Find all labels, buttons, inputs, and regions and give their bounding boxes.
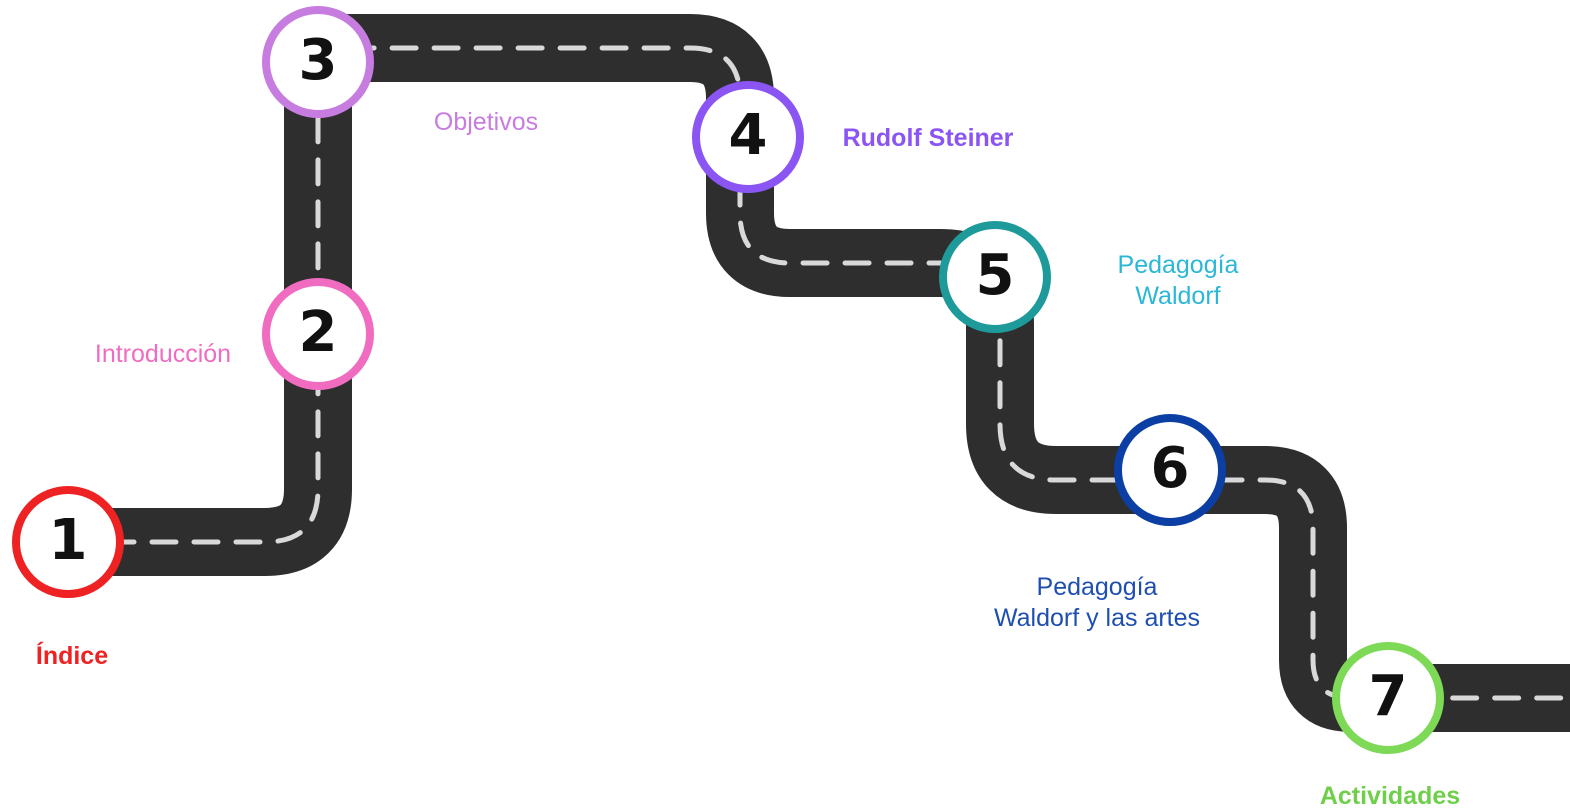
milestone-4-ring — [692, 81, 804, 193]
milestone-2-number: 2 — [299, 300, 338, 365]
milestone-6-label-line-2: Waldorf y las artes — [994, 604, 1200, 632]
milestone-4-number: 4 — [729, 103, 768, 168]
milestone-5-ring — [939, 221, 1051, 333]
milestone-3-label: Objetivos — [434, 108, 538, 136]
milestone-5: 5 Pedagogía Waldorf — [939, 221, 1239, 333]
milestone-2: 2 Introducción — [95, 278, 374, 390]
milestone-4-label: Rudolf Steiner — [843, 124, 1014, 152]
milestone-6-label-line-1: Pedagogía — [1037, 573, 1158, 601]
milestone-1-ring — [12, 486, 124, 598]
milestone-6-number: 6 — [1151, 436, 1190, 501]
milestone-5-label-line-1: Pedagogía — [1118, 251, 1239, 279]
milestone-6: 6 Pedagogía Waldorf y las artes — [994, 414, 1226, 632]
milestone-5-label-line-2: Waldorf — [1135, 282, 1220, 310]
milestone-7-number: 7 — [1369, 664, 1408, 729]
milestone-7: 7 Actividades — [1320, 642, 1460, 810]
milestone-6-ring — [1114, 414, 1226, 526]
milestone-7-label: Actividades — [1320, 782, 1460, 810]
milestone-3-number: 3 — [299, 28, 338, 93]
milestone-2-label: Introducción — [95, 340, 231, 368]
milestone-7-ring — [1332, 642, 1444, 754]
milestone-5-number: 5 — [976, 243, 1015, 308]
milestone-1-label: Índice — [36, 641, 108, 670]
milestone-4: 4 Rudolf Steiner — [692, 81, 1014, 193]
milestone-1: 1 Índice — [12, 486, 124, 670]
milestone-3-ring — [262, 6, 374, 118]
milestone-1-number: 1 — [49, 508, 88, 573]
milestone-3: 3 Objetivos — [262, 6, 538, 136]
milestone-2-ring — [262, 278, 374, 390]
